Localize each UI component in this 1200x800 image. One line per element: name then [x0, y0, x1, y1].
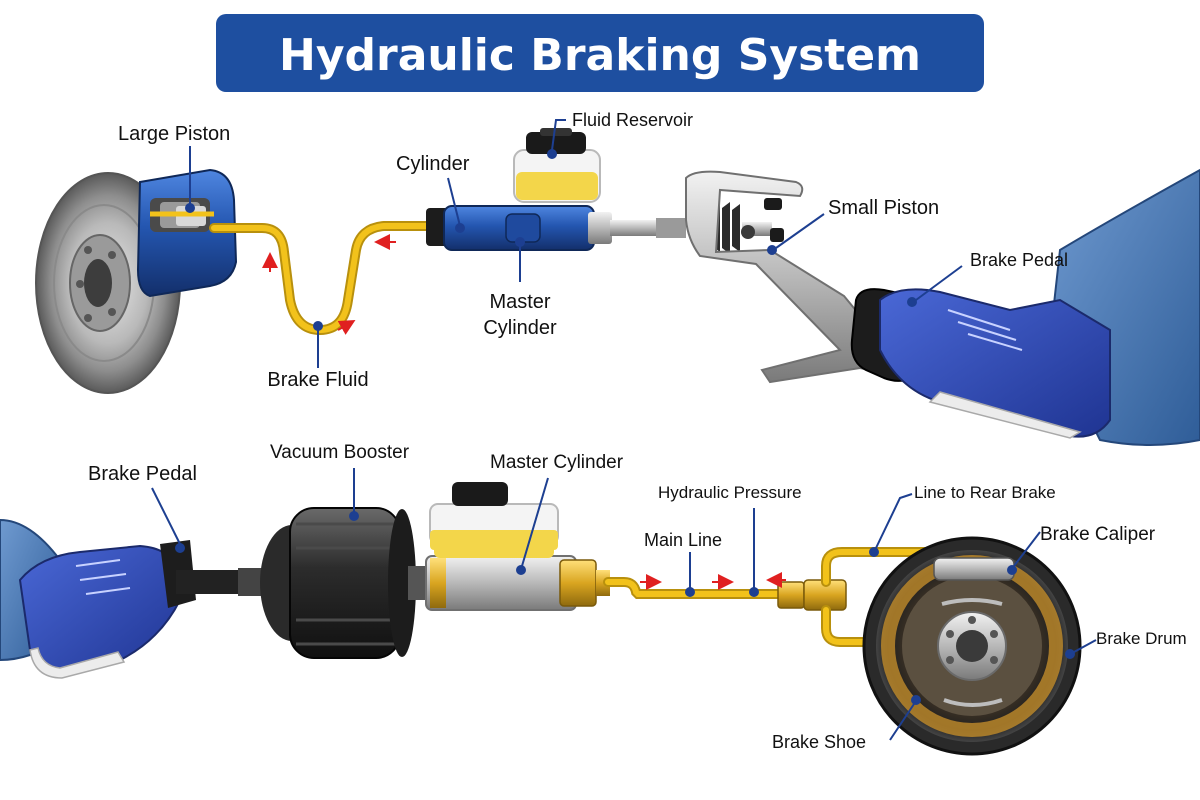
label-brake-drum: Brake Drum [1096, 629, 1187, 648]
vacuum-booster-icon [260, 507, 428, 659]
label-small-piston: Small Piston [828, 197, 939, 219]
label-line-to-rear-brake: Line to Rear Brake [914, 483, 1056, 502]
fluid-reservoir-icon [513, 128, 601, 203]
page-title: Hydraulic Braking System [279, 30, 921, 81]
label-master-cylinder-line1: Master [489, 291, 550, 313]
master-cylinder-icon [426, 205, 686, 251]
master-cylinder-bottom-icon [425, 482, 610, 611]
label-brake-shoe: Brake Shoe [772, 732, 866, 752]
bottom-diagram: Brake Pedal Vacuum Booster Master Cylind… [0, 442, 1187, 756]
label-brake-caliper: Brake Caliper [1040, 524, 1156, 545]
label-brake-pedal-top: Brake Pedal [970, 250, 1068, 270]
bottom-leaders [151, 468, 1097, 741]
label-master-cylinder-line2: Cylinder [483, 317, 557, 339]
label-brake-fluid: Brake Fluid [267, 369, 368, 391]
title-banner: Hydraulic Braking System [216, 14, 984, 92]
label-vacuum-booster: Vacuum Booster [270, 442, 410, 463]
t-fitting-icon [777, 579, 847, 611]
top-leaders [185, 119, 963, 368]
label-cylinder: Cylinder [396, 153, 470, 175]
label-hydraulic-pressure: Hydraulic Pressure [658, 483, 802, 502]
caliper-icon [136, 168, 238, 298]
label-brake-pedal-bottom: Brake Pedal [88, 463, 197, 485]
top-diagram: Large Piston Fluid Reservoir Cylinder Sm… [35, 110, 1200, 446]
label-main-line: Main Line [644, 530, 722, 550]
label-fluid-reservoir: Fluid Reservoir [572, 110, 693, 130]
driver-foot-bottom-icon [0, 518, 182, 679]
brake-fluid-line [209, 221, 437, 336]
label-master-cylinder-bottom: Master Cylinder [490, 452, 624, 473]
driver-foot-icon [879, 168, 1200, 446]
brake-drum-icon [862, 536, 1082, 756]
brake-pedal-bottom-icon [160, 540, 262, 608]
flow-arrow [337, 320, 356, 335]
label-large-piston: Large Piston [118, 123, 230, 145]
